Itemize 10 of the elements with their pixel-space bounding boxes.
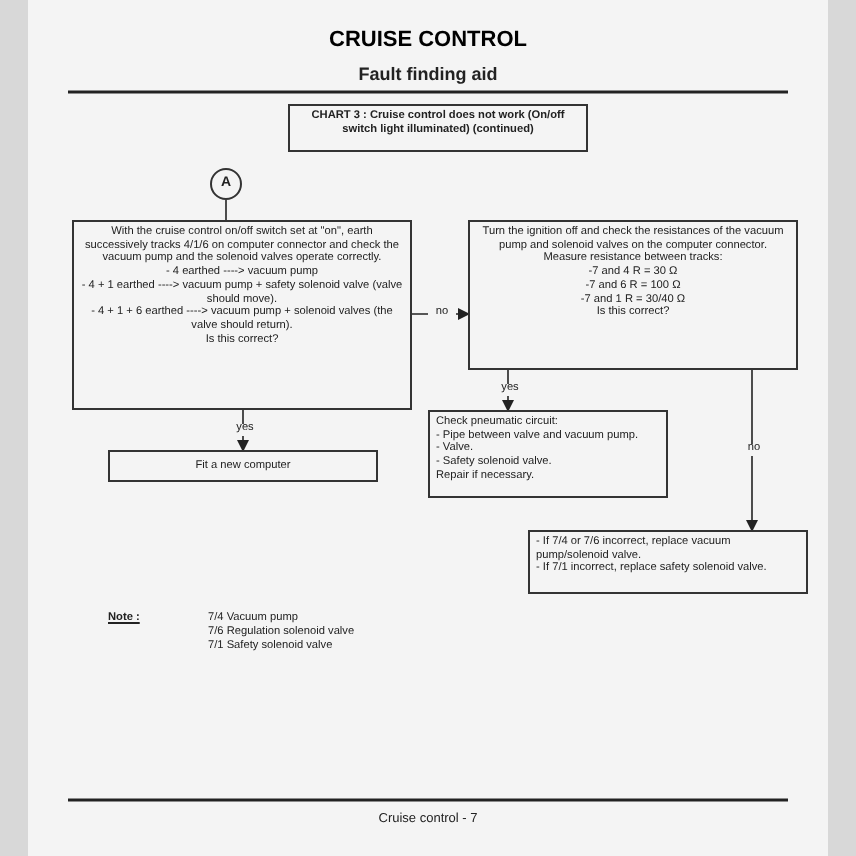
subtitle: Fault finding aid: [356, 64, 500, 84]
decision-box: [468, 220, 798, 370]
arrow: [411, 308, 470, 320]
decision-box: [72, 220, 412, 410]
arrow: [237, 409, 249, 452]
arrow: [746, 369, 758, 532]
title: CRUISE CONTROL: [327, 28, 529, 52]
action-box: [428, 410, 668, 498]
arrow: [502, 369, 514, 412]
action-box: [528, 530, 808, 594]
